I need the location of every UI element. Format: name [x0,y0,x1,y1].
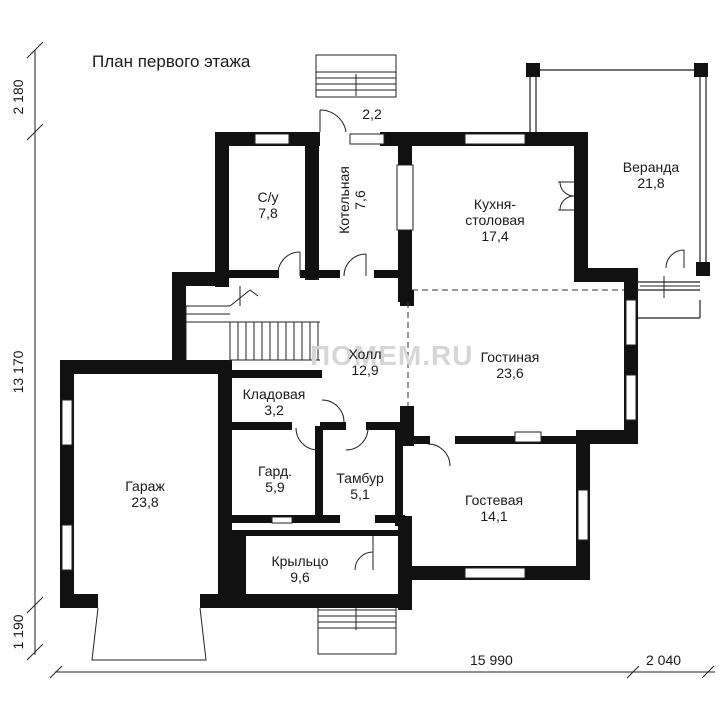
stairs [185,286,320,361]
room-name: Гараж [125,478,165,494]
room-name: Гостевая [464,492,524,508]
room-veranda: Веранда 21,8 [623,159,679,191]
room-guest: Гостевая 14,1 [465,492,523,524]
room-name: Веранда [622,159,680,175]
room-name: Котельная [336,166,352,234]
room-area: 7,6 [352,190,368,210]
top-steps [315,54,397,98]
room-area: 14,1 [480,508,508,524]
dimension-lines [26,41,715,679]
room-name: столовая [465,212,525,228]
room-name: Кухня- [473,196,517,212]
room-area: 3,2 [264,402,284,418]
room-area: 9,6 [290,569,310,585]
dimension-left-middle: 13 170 [10,350,26,394]
room-area: 2,2 [362,106,382,122]
veranda-post [696,262,710,276]
room-name: С/у [257,189,279,205]
dimension-left-top: 2 180 [10,79,26,115]
dimension-bottom-right: 2 040 [646,652,682,668]
room-bath: С/у 7,8 [258,189,279,221]
plan-title: План первого этажа [92,52,251,71]
room-boiler: Котельная 7,6 [336,166,368,234]
room-name: Крыльцо [271,553,329,569]
garage-apron [91,607,207,661]
room-living: Гостиная 23,6 [481,349,540,381]
room-name: Холл [348,346,382,362]
room-area: 23,6 [496,365,524,381]
room-porch: Крыльцо 9,6 [271,553,328,585]
zone-lines [407,289,624,406]
room-name: Кладовая [242,386,306,402]
room-hall: Холл 12,9 [349,346,382,378]
doors [277,109,700,571]
room-entry-top: 2,2 [362,106,381,122]
windows [61,133,637,579]
veranda-post [526,63,540,77]
room-area: 23,8 [131,494,159,510]
dimension-left-bottom: 1 190 [10,614,26,650]
room-vestibule: Тамбур 5,1 [336,470,384,502]
room-garage: Гараж 23,8 [125,478,165,510]
room-area: 5,1 [350,486,370,502]
room-name: Гард. [257,463,293,479]
room-area: 5,9 [265,479,285,495]
bottom-steps [317,605,397,655]
room-name: Гостиная [480,349,540,365]
watermark: ПОМЕМ.RU [310,340,474,371]
veranda-post [694,63,708,77]
room-area: 12,9 [351,362,379,378]
room-area: 7,8 [258,205,278,221]
dimension-bottom-main: 15 990 [470,652,513,668]
room-area: 17,4 [481,228,509,244]
room-area: 21,8 [637,175,665,191]
room-kitchen: Кухня- столовая 17,4 [465,196,525,244]
room-name: Тамбур [336,470,384,486]
room-storage: Кладовая 3,2 [243,386,306,418]
room-wardrobe: Гард. 5,9 [258,463,292,495]
